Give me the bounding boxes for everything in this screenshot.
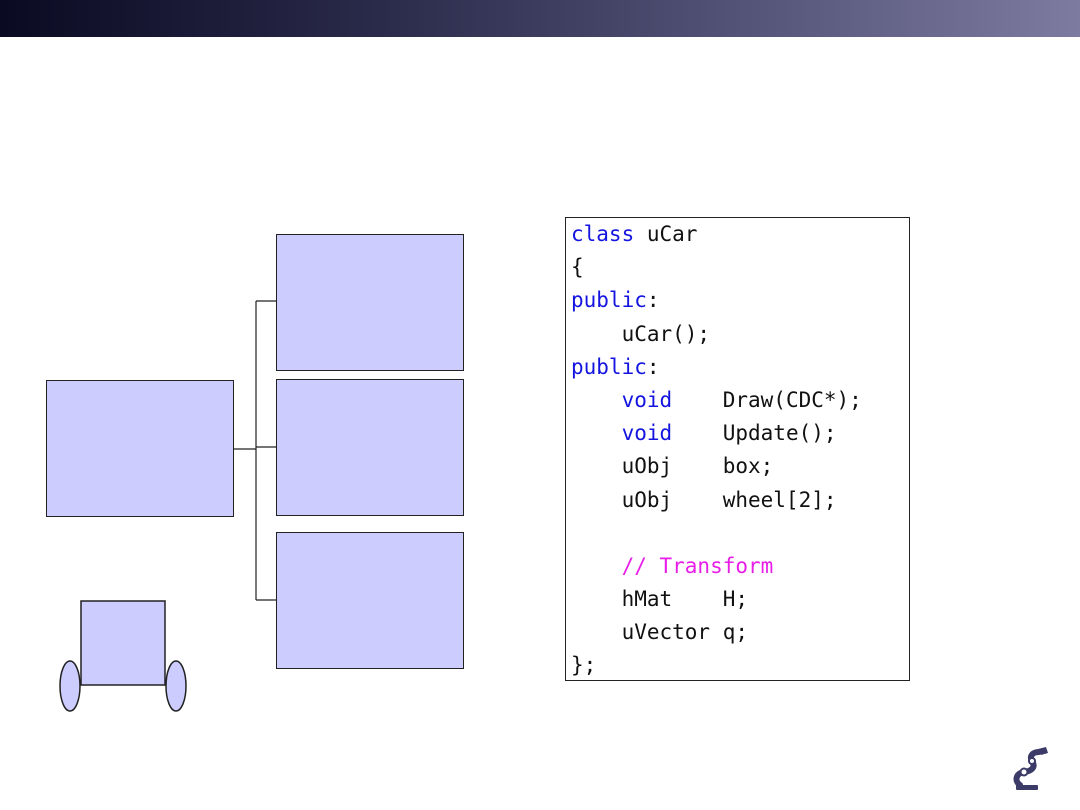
code-line: uObj box; — [571, 450, 909, 483]
root-node — [46, 380, 234, 517]
title-bar — [0, 0, 1080, 37]
code-text: hMat H; — [571, 587, 749, 612]
code-text: }; — [571, 653, 597, 678]
robot-arm-logo-icon — [1013, 747, 1048, 790]
code-line: uVector q; — [571, 616, 909, 649]
code-keyword: void — [621, 387, 673, 412]
code-text: uCar(); — [571, 321, 711, 346]
code-text: uObj box; — [571, 454, 774, 479]
code-text: Update(); — [672, 421, 837, 446]
code-line: hMat H; — [571, 583, 909, 616]
code-text: { — [571, 255, 584, 280]
code-text: : — [646, 288, 660, 313]
code-keyword: public — [571, 354, 647, 379]
code-text: : — [646, 354, 660, 379]
code-line: void Draw(CDC*); — [571, 384, 909, 417]
code-keyword: public — [571, 288, 647, 313]
code-comment: // Transform — [621, 553, 774, 578]
code-line: public: — [571, 284, 909, 317]
code-text: Draw(CDC*); — [672, 387, 862, 412]
code-line: { — [571, 251, 909, 284]
car-body — [80, 600, 166, 686]
code-line — [571, 517, 909, 550]
code-listing: class uCar { public: uCar(); public: void D… — [565, 217, 910, 681]
code-line: }; — [571, 649, 909, 682]
code-lines: class uCar { public: uCar(); public: void D… — [571, 218, 909, 683]
code-text: uCar — [634, 222, 698, 246]
code-line: class uCar — [571, 218, 909, 251]
code-keyword: class — [571, 222, 635, 246]
code-keyword: void — [621, 421, 673, 446]
child-node-1 — [276, 234, 464, 371]
code-text: uObj wheel[2]; — [571, 487, 837, 512]
code-line: void Update(); — [571, 417, 909, 450]
code-line: public: — [571, 351, 909, 384]
code-text — [571, 421, 622, 445]
code-text: uVector q; — [571, 620, 749, 645]
code-text — [571, 554, 622, 578]
child-node-3 — [276, 532, 464, 669]
code-line: uObj wheel[2]; — [571, 484, 909, 517]
code-text — [571, 388, 622, 412]
child-node-2 — [276, 379, 464, 516]
code-line: // Transform — [571, 550, 909, 583]
code-line: uCar(); — [571, 318, 909, 351]
right-wheel — [165, 660, 187, 712]
left-wheel — [59, 660, 81, 712]
